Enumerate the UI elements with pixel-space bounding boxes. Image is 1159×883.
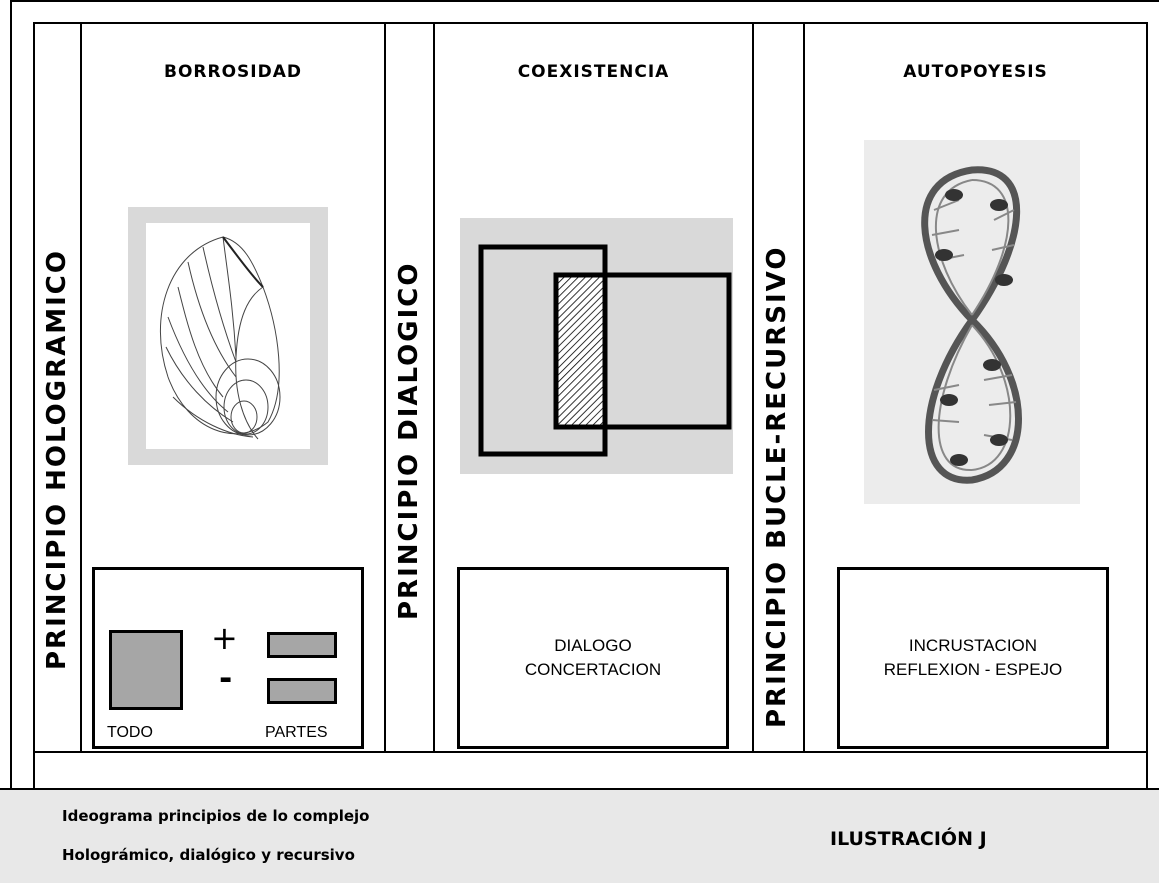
parte-bar-2: [267, 678, 337, 704]
table-top-line: [33, 22, 1148, 24]
caption-line2: Holográmico, dialógico y recursivo: [62, 846, 355, 864]
coexistence-squares: [460, 218, 733, 474]
todo-square: [109, 630, 183, 710]
dialogo-line1: DIALOGO: [554, 636, 632, 655]
parte-bar-1: [267, 632, 337, 658]
illustration-label: ILUSTRACIÓN J: [830, 828, 987, 850]
title-coexistencia: COEXISTENCIA: [517, 62, 670, 82]
column-divider-5: [803, 22, 805, 752]
shell-drawing: [160, 236, 281, 440]
todo-label: TODO: [107, 724, 153, 741]
label-principio-bucle-recursivo: PRINCIPIO BUCLE-RECURSIVO: [762, 245, 792, 728]
title-autopoyesis: AUTOPOYESIS: [903, 62, 1048, 82]
caption-line1: Ideograma principios de lo complejo: [62, 807, 370, 825]
outer-top-border: [10, 0, 1159, 2]
shell-image: [128, 207, 328, 465]
column-divider-3: [433, 22, 435, 752]
dialogo-line2: CONCERTACION: [524, 660, 662, 679]
mobius-band: [921, 166, 1022, 484]
label-principio-dialogico: PRINCIPIO DIALOGICO: [394, 261, 424, 620]
incrustacion-line2: REFLEXION - ESPEJO: [883, 660, 1063, 679]
label-principio-hologramico: PRINCIPIO HOLOGRAMICO: [42, 249, 72, 670]
incrustacion-line1: INCRUSTACION: [908, 636, 1038, 655]
todo-partes-box: + - TODO PARTES: [92, 567, 364, 749]
table-right-line: [1146, 22, 1148, 788]
overlap-hatch: [556, 275, 605, 427]
partes-label: PARTES: [265, 724, 328, 741]
table-left-line: [33, 22, 35, 788]
title-borrosidad: BORROSIDAD: [164, 62, 302, 82]
left-square: [478, 244, 608, 457]
outer-left-border: [10, 0, 12, 790]
column-divider-2: [384, 22, 386, 752]
table-bottom-line: [33, 751, 1148, 753]
right-square: [553, 272, 732, 430]
column-divider-4: [752, 22, 754, 752]
minus-sign: -: [219, 659, 233, 697]
caption-footer: Ideograma principios de lo complejo Holo…: [0, 788, 1159, 883]
column-divider-1: [80, 22, 82, 752]
incrustacion-box: INCRUSTACION REFLEXION - ESPEJO: [837, 567, 1109, 749]
dialogo-box: DIALOGO CONCERTACION: [457, 567, 729, 749]
mobius-image: [864, 140, 1080, 504]
plus-sign: +: [211, 619, 238, 657]
